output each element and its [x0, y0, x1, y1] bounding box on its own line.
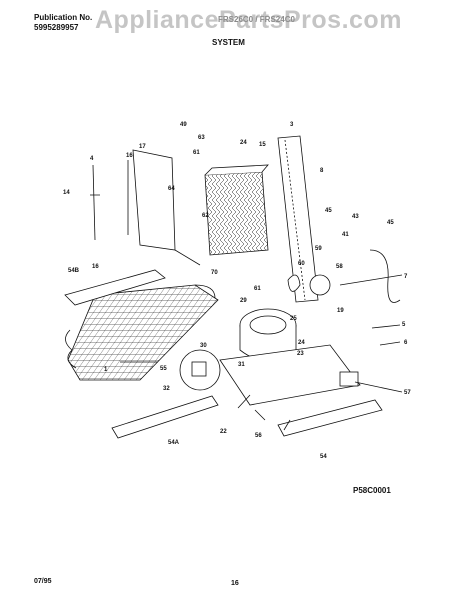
label-54b: 54B — [68, 268, 80, 274]
label-23: 23 — [297, 351, 304, 357]
label-25: 25 — [290, 316, 297, 322]
label-15: 15 — [259, 142, 266, 148]
label-49: 49 — [180, 122, 187, 128]
rail-54a — [111, 395, 219, 439]
label-24b: 24 — [298, 340, 305, 346]
label-54a: 54A — [168, 440, 180, 446]
label-58: 58 — [336, 264, 343, 270]
rail-54 — [277, 399, 383, 437]
label-64: 64 — [168, 186, 175, 192]
label-29: 29 — [240, 298, 247, 304]
label-61: 61 — [193, 150, 200, 156]
label-32: 32 — [163, 386, 170, 392]
label-70: 70 — [211, 270, 218, 276]
label-4: 4 — [90, 156, 94, 162]
diagram-code: P58C0001 — [353, 486, 391, 495]
tube-4 — [92, 164, 96, 241]
label-43: 43 — [352, 214, 359, 220]
section-title: SYSTEM — [212, 38, 245, 47]
label-24: 24 — [240, 140, 247, 146]
publication-label: Publication No. — [34, 13, 93, 22]
label-30: 30 — [200, 343, 207, 349]
label-22: 22 — [220, 429, 227, 435]
label-57: 57 — [404, 390, 411, 396]
label-17: 17 — [139, 144, 146, 150]
watermark: AppliancePartsPros.com — [95, 6, 402, 34]
label-41: 41 — [342, 232, 349, 238]
label-6: 6 — [404, 340, 408, 346]
label-62: 62 — [202, 213, 209, 219]
label-54: 54 — [320, 454, 327, 460]
label-14: 14 — [63, 190, 70, 196]
label-19: 19 — [337, 308, 344, 314]
panel-17 — [132, 149, 176, 251]
label-16b: 16 — [92, 264, 99, 270]
label-60: 60 — [298, 261, 305, 267]
power-cord — [369, 249, 401, 303]
bracket-54b — [64, 269, 166, 306]
label-45b: 45 — [387, 220, 394, 226]
footer-date: 07/95 — [34, 578, 52, 585]
model-number: FRS26C0 / FRS24C0 — [218, 15, 295, 24]
label-1: 1 — [104, 367, 108, 373]
label-5: 5 — [402, 322, 406, 328]
label-61b: 61 — [254, 286, 261, 292]
label-16: 16 — [126, 153, 133, 159]
label-8: 8 — [320, 168, 324, 174]
condenser-coil — [65, 284, 219, 381]
label-55: 55 — [160, 366, 167, 372]
label-59: 59 — [315, 246, 322, 252]
page-number: 16 — [231, 580, 239, 587]
label-31: 31 — [238, 362, 245, 368]
label-3: 3 — [290, 122, 294, 128]
label-7: 7 — [404, 274, 408, 280]
fan-blade — [287, 274, 301, 292]
shield-8 — [277, 135, 319, 303]
label-45a: 45 — [325, 208, 332, 214]
label-56: 56 — [255, 433, 262, 439]
evaporator-coil — [204, 164, 269, 256]
fan-motor — [309, 274, 331, 296]
publication-number: 5995289957 — [34, 23, 79, 32]
part-57 — [339, 371, 359, 387]
base-plate — [219, 344, 361, 406]
label-63: 63 — [198, 135, 205, 141]
